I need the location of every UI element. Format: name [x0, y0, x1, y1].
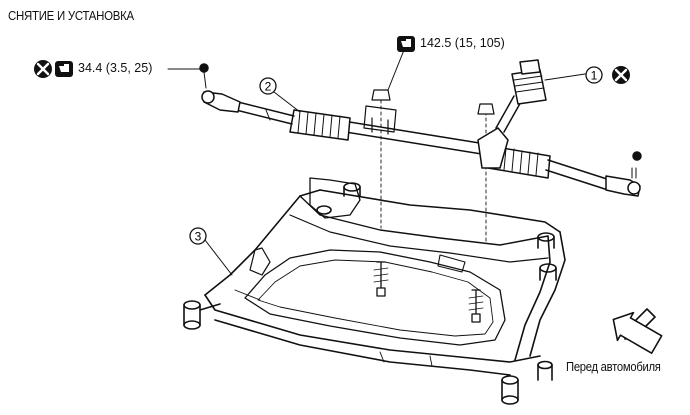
torque-spec-tie-rod: 34.4 (3.5, 25)	[78, 61, 153, 75]
x-circle-icon	[612, 66, 630, 84]
callout-2: 2	[259, 77, 277, 95]
steering-gear-assembly	[199, 59, 642, 197]
page-title: СНЯТИЕ И УСТАНОВКА	[8, 8, 134, 23]
callout-3-label: 3	[195, 230, 202, 244]
leader-lines	[167, 49, 586, 276]
callout-2-label: 2	[265, 80, 272, 94]
callout-3: 3	[189, 227, 207, 245]
callout-1: 1	[585, 66, 603, 84]
mounting-bolts	[373, 261, 484, 323]
forward-arrow-icon	[612, 308, 663, 354]
x-circle-icon	[34, 60, 52, 78]
torque-wrench-icon	[55, 61, 73, 77]
forward-label: Перед автомобиля	[566, 360, 661, 374]
torque-spec-gear-bolts: 142.5 (15, 105)	[420, 36, 505, 50]
callout-1-label: 1	[591, 69, 598, 83]
alignment-lines	[380, 99, 487, 243]
suspension-subframe	[183, 177, 566, 405]
torque-wrench-icon	[397, 36, 415, 52]
